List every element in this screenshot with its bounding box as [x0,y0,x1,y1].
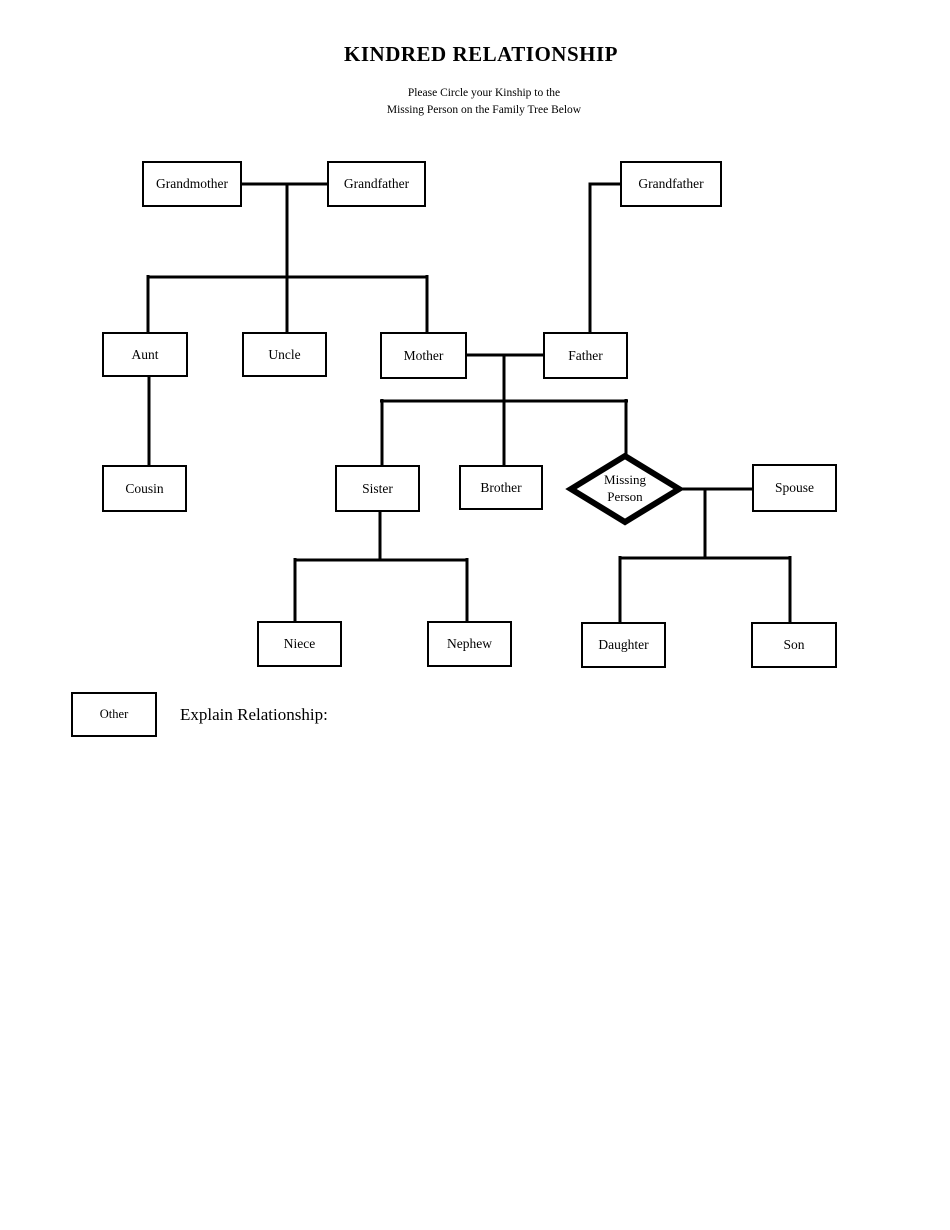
instructions-line-1: Please Circle your Kinship to the [407,87,561,99]
edge-paternal-grandfather-to-father [588,182,620,332]
edge-missing-person-spouse-marriage [676,487,752,558]
node-niece[interactable]: Niece [257,621,342,667]
node-spouse[interactable]: Spouse [752,464,837,512]
node-sister[interactable]: Sister [335,465,420,512]
node-daughter[interactable]: Daughter [581,622,666,668]
node-son[interactable]: Son [751,622,837,668]
node-nephew[interactable]: Nephew [427,621,512,667]
edge-mother-father-children [380,399,628,466]
node-cousin[interactable]: Cousin [102,465,187,512]
node-grandmother-maternal[interactable]: Grandmother [142,161,242,207]
edge-maternal-grandparents-children [146,275,429,333]
edge-maternal-grandparents-marriage [242,182,327,333]
edge-sister-children [293,512,469,622]
edge-mother-father-marriage [467,353,543,466]
instructions: Please Circle your Kinship to the Missin… [9,85,950,119]
node-grandfather-maternal[interactable]: Grandfather [327,161,426,207]
page-title: KINDRED RELATIONSHIP [344,42,618,66]
missing-person-diamond [565,452,685,526]
edge-missing-person-children [618,556,792,623]
node-missing-person-label: Missing Person [604,472,646,504]
node-father[interactable]: Father [543,332,628,379]
node-grandfather-paternal[interactable]: Grandfather [620,161,722,207]
node-other[interactable]: Other [71,692,157,737]
node-brother[interactable]: Brother [459,465,543,510]
node-uncle[interactable]: Uncle [242,332,327,377]
node-mother[interactable]: Mother [380,332,467,379]
node-aunt[interactable]: Aunt [102,332,188,377]
explain-relationship-label: Explain Relationship: [180,705,328,724]
instructions-line-2: Missing Person on the Family Tree Below [386,104,582,116]
